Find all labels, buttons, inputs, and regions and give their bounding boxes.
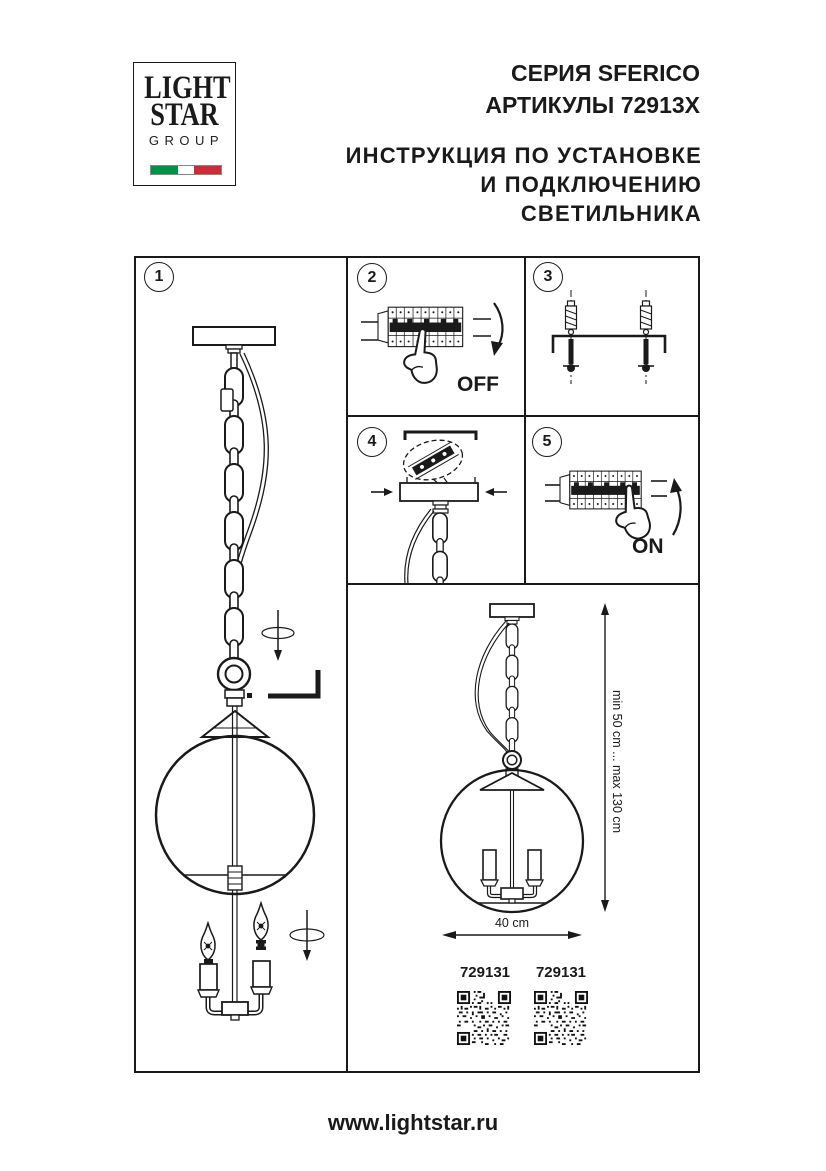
website-url: www.lightstar.ru bbox=[327, 1110, 499, 1135]
chain-clip bbox=[220, 388, 234, 412]
push-arrow-left bbox=[371, 488, 393, 496]
chain bbox=[431, 512, 449, 583]
logo-wordmark: LIGHT STAR GROUP bbox=[134, 70, 235, 149]
grid-divider-horizontal-2 bbox=[346, 583, 700, 585]
canopy bbox=[399, 482, 479, 502]
central-hub bbox=[500, 887, 524, 900]
assembled-lamp-drawing bbox=[439, 603, 609, 939]
step-4-badge: 4 bbox=[357, 427, 387, 457]
logo-line3: GROUP bbox=[148, 133, 225, 148]
instruction-line2: И ПОДКЛЮЧЕНИЮ СВЕТИЛЬНИКА bbox=[480, 172, 702, 226]
bracket bbox=[403, 430, 478, 440]
power-cord bbox=[474, 620, 509, 756]
coupler bbox=[224, 689, 245, 699]
screw-right bbox=[638, 339, 654, 372]
off-label: OFF bbox=[457, 373, 499, 396]
height-dimension-arrow bbox=[601, 603, 609, 912]
lightstar-logo: LIGHT STAR GROUP bbox=[133, 62, 236, 186]
step-3-badge: 3 bbox=[533, 262, 563, 292]
flag-white bbox=[177, 166, 195, 174]
instruction-title: ИНСТРУКЦИЯ ПО УСТАНОВКЕ И ПОДКЛЮЧЕНИЮ СВ… bbox=[300, 141, 702, 228]
right-arm bbox=[248, 993, 264, 1016]
bulb-screw-base bbox=[256, 940, 266, 944]
power-cord bbox=[404, 508, 432, 583]
grid-divider-vertical-main bbox=[346, 256, 348, 1073]
flag-green bbox=[151, 166, 178, 174]
canopy bbox=[489, 603, 535, 618]
qr-code-right bbox=[534, 991, 588, 1045]
grid-divider-vertical-right bbox=[524, 256, 526, 584]
right-candle-sleeve bbox=[252, 960, 271, 988]
articles-title: АРТИКУЛЫ 72913X bbox=[485, 92, 700, 118]
cone-holder bbox=[199, 709, 271, 738]
right-arm bbox=[523, 886, 538, 899]
logo-line1: LIGHT bbox=[144, 70, 231, 106]
left-candle-bulb bbox=[200, 920, 216, 961]
right-candle bbox=[527, 849, 542, 881]
diagram-grid bbox=[134, 256, 700, 1073]
step4-canopy-wiring-drawing bbox=[371, 430, 507, 583]
mounting-bracket bbox=[551, 334, 667, 353]
height-range-label: min 50 cm ... max 130 cm bbox=[610, 690, 624, 834]
ceiling-canopy bbox=[192, 326, 276, 346]
article-number-left: 729131 bbox=[459, 964, 511, 981]
curved-arrow-down-icon bbox=[491, 302, 504, 356]
article-number-right: 729131 bbox=[535, 964, 587, 981]
screw-bulb-rotate-icon bbox=[289, 910, 325, 961]
suspension-chain bbox=[224, 367, 244, 663]
diameter-label: 40 cm bbox=[494, 916, 530, 930]
rotate-arrow-icon bbox=[261, 610, 295, 661]
left-candle bbox=[482, 849, 497, 881]
step-5-badge: 5 bbox=[532, 427, 562, 457]
chain bbox=[505, 623, 519, 754]
allen-key-icon bbox=[268, 670, 321, 699]
right-candle-bulb bbox=[253, 900, 269, 941]
push-arrow-right bbox=[485, 488, 507, 496]
step1-pendant-assembly-drawing bbox=[154, 326, 325, 1021]
glass-sphere bbox=[154, 734, 316, 896]
italian-flag-icon bbox=[150, 165, 222, 175]
left-candle-sleeve bbox=[199, 963, 218, 991]
instruction-line1: ИНСТРУКЦИЯ ПО УСТАНОВКЕ bbox=[345, 143, 702, 168]
central-hub bbox=[221, 1001, 249, 1016]
logo-line2: STAR bbox=[150, 97, 219, 133]
screw-left bbox=[563, 339, 579, 372]
step3-mounting-bracket-drawing bbox=[551, 290, 667, 384]
qr-code-left bbox=[457, 991, 511, 1045]
glass-sphere bbox=[439, 768, 585, 914]
step-2-badge: 2 bbox=[357, 263, 387, 293]
grid-divider-horizontal-1 bbox=[346, 415, 700, 417]
on-label: ON bbox=[632, 535, 664, 558]
flag-red bbox=[194, 166, 221, 174]
left-arm bbox=[486, 886, 501, 899]
curved-arrow-up-icon bbox=[670, 478, 682, 536]
series-title: СЕРИЯ SFERICO bbox=[511, 60, 700, 86]
step5-breaker-on-drawing bbox=[545, 470, 682, 541]
step-1-badge: 1 bbox=[144, 262, 174, 292]
header: СЕРИЯ SFERICO АРТИКУЛЫ 72913X bbox=[300, 57, 700, 121]
diameter-dimension-arrow bbox=[442, 931, 582, 939]
cone-holder bbox=[479, 771, 545, 791]
step2-breaker-off-drawing bbox=[361, 302, 504, 386]
set-screw bbox=[247, 693, 252, 698]
